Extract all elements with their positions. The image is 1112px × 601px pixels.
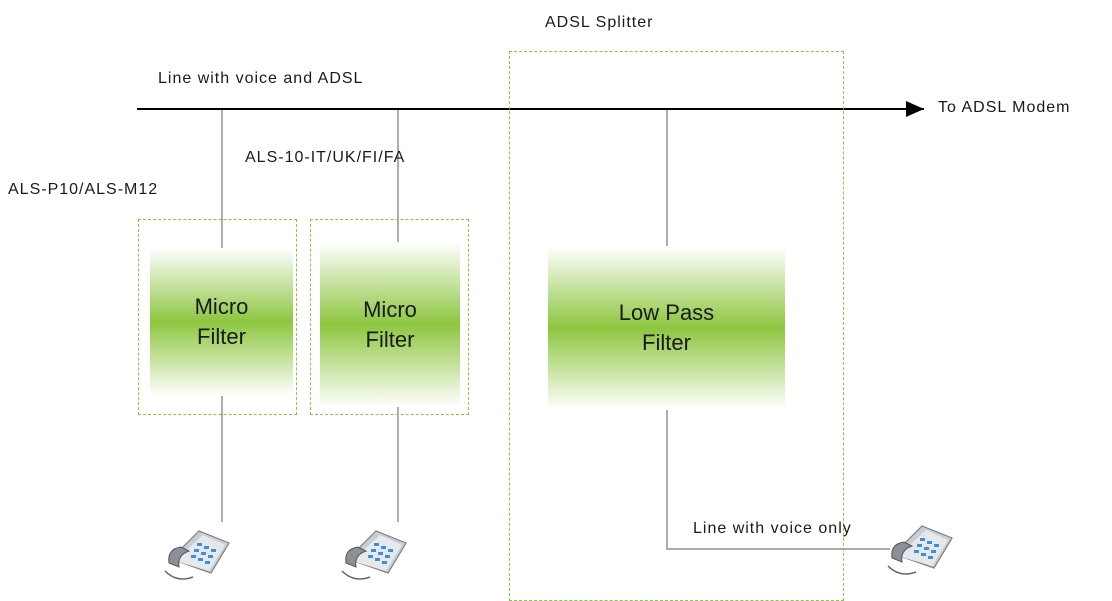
splitter-label: ADSL Splitter [545,14,654,31]
modem-label: To ADSL Modem [938,99,1071,116]
main-line-label: Line with voice and ADSL [158,70,364,87]
micro-filter-1-enclosure [138,219,297,415]
filter-model-a-label: ALS-10-IT/UK/FI/FA [245,149,406,166]
micro-filter-2-line-2: Filter [365,326,415,352]
micro-filter-2-enclosure [310,219,469,415]
voice-only-label: Line with voice only [693,520,852,537]
telephone-icon [164,530,230,580]
micro-filter-1-line-2: Filter [197,324,246,349]
wire-low-pass-to-phone [666,410,890,550]
micro-filter-2-line-1: Micro [363,296,417,322]
low-pass-filter-line-2: Filter [642,330,691,355]
telephone-icon [887,525,953,575]
filter-model-b-label: ALS-P10/ALS-M12 [8,181,159,198]
telephone-icon [341,530,407,580]
micro-filter-1-line-1: Micro [194,294,249,319]
low-pass-filter-line-1: Low Pass [618,300,715,325]
